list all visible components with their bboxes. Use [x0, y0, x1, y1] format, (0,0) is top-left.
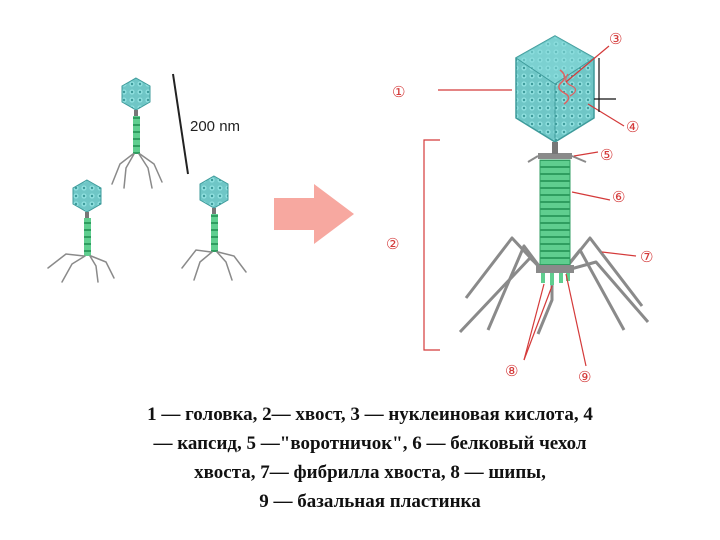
- label-3: ③: [609, 30, 622, 48]
- scale-label: 200 nm: [190, 118, 240, 135]
- large-phage: [458, 35, 650, 335]
- small-phage-top: [111, 77, 163, 189]
- small-phage-right: [181, 175, 247, 281]
- figure-caption: 1 — головка, 2— хвост, 3 — нуклеиновая к…: [80, 400, 660, 516]
- tail-spikes: [541, 273, 570, 285]
- label-4: ④: [626, 118, 639, 136]
- nucleic-acid: [558, 69, 570, 105]
- label-1: ①: [392, 83, 405, 101]
- label-9: ⑨: [578, 368, 591, 386]
- caption-line-4: 9 — базальная пластинка: [259, 491, 481, 512]
- label-7: ⑦: [640, 248, 653, 266]
- collar: [538, 153, 572, 159]
- caption-line-1: 1 — головка, 2— хвост, 3 — нуклеиновая к…: [147, 404, 593, 425]
- capsid-head: [515, 35, 595, 143]
- small-phage-left: [47, 179, 115, 283]
- label-8: ⑧: [505, 362, 518, 380]
- leader-lines: [423, 45, 637, 367]
- label-2: ②: [386, 235, 399, 253]
- arrow-right-icon: [274, 184, 354, 244]
- tail-sheath: [539, 159, 571, 266]
- label-5: ⑤: [600, 146, 613, 164]
- caption-line-2: — капсид, 5 —"воротничок", 6 — белковый …: [153, 433, 587, 454]
- scale-bar: [172, 73, 189, 175]
- caption-line-3: хвоста, 7— фибрилла хвоста, 8 — шипы,: [194, 462, 546, 483]
- phage-diagram: 200 nm: [47, 30, 653, 386]
- baseplate: [536, 265, 574, 273]
- label-6: ⑥: [612, 188, 625, 206]
